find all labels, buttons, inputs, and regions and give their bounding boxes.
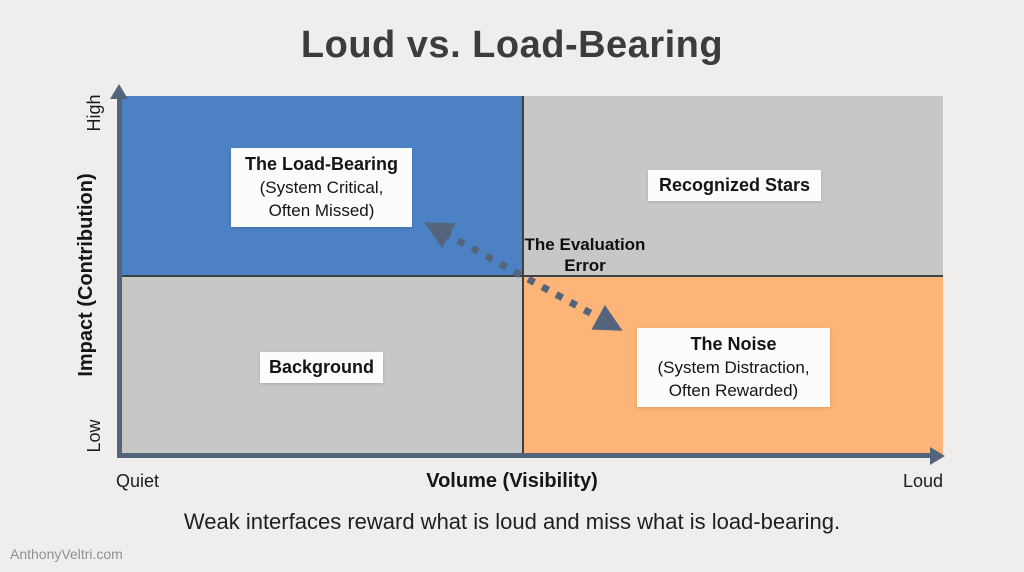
label-box-load-bearing: The Load-Bearing (System Critical, Often…: [231, 148, 412, 227]
x-axis-arrowhead-icon: [930, 446, 945, 465]
caption-text: Weak interfaces reward what is loud and …: [183, 509, 841, 534]
watermark: AnthonyVeltri.com: [10, 546, 123, 562]
page-title: Loud vs. Load-Bearing: [300, 24, 724, 66]
load-bearing-title: The Load-Bearing: [244, 154, 398, 174]
label-box-recognized-stars: Recognized Stars: [648, 170, 821, 201]
y-axis-arrowhead-icon: [110, 84, 128, 99]
x-axis-line: [117, 453, 932, 458]
load-bearing-sub1: (System Critical,: [259, 178, 384, 197]
background-title: Background: [268, 357, 374, 377]
x-axis-label: Volume (Visibility): [426, 470, 598, 492]
x-tick-loud: Loud: [902, 471, 943, 491]
y-axis-label: Impact (Contribution): [75, 173, 97, 377]
noise-title: The Noise: [690, 334, 777, 354]
noise-sub1: (System Distraction,: [657, 358, 810, 377]
recognized-stars-title: Recognized Stars: [658, 175, 811, 195]
load-bearing-sub2: Often Missed): [268, 201, 375, 220]
y-axis-line: [117, 99, 122, 458]
label-box-noise: The Noise (System Distraction, Often Rew…: [637, 328, 830, 407]
noise-sub2: Often Rewarded): [668, 381, 799, 400]
x-tick-quiet: Quiet: [116, 471, 160, 491]
label-box-background: Background: [260, 352, 383, 383]
evaluation-error-arrow-icon: [424, 222, 623, 331]
